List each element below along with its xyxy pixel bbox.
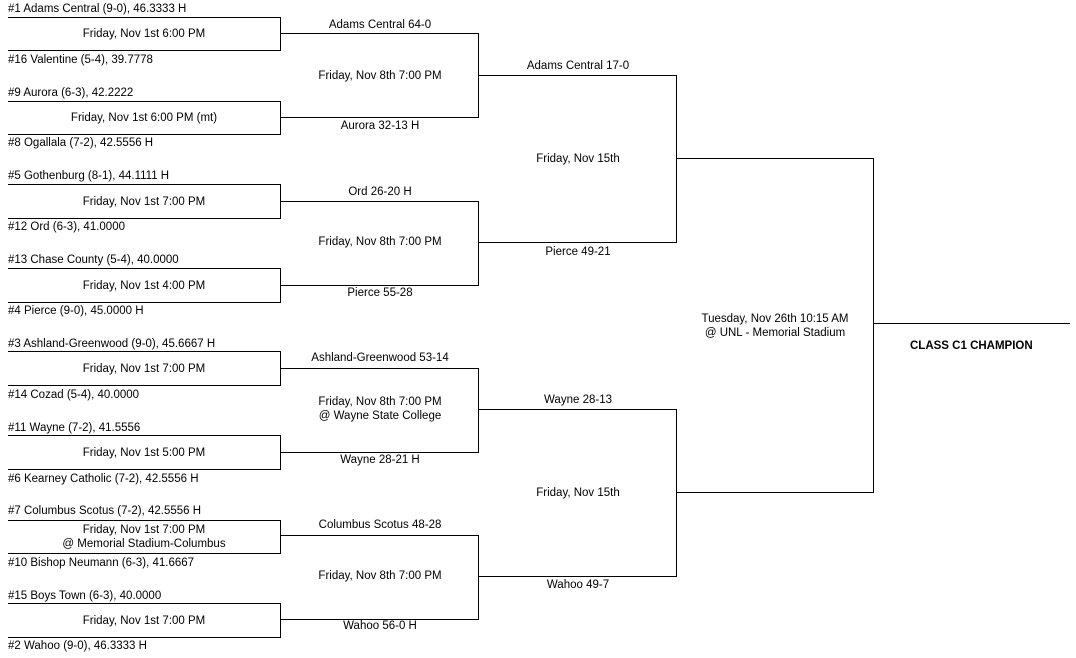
round2-game-2-time: Friday, Nov 8th 7:00 PM [318,236,442,248]
round2-game-3-time: Friday, Nov 8th 7:00 PM [318,396,442,408]
round1-game-8-time: Friday, Nov 1st 7:00 PM [82,615,206,627]
round1-game-5-time: Friday, Nov 1st 7:00 PM [82,363,206,375]
round1-game-8-result: Wahoo 56-0 H [343,620,417,632]
champion-title: CLASS C1 CHAMPION [910,340,1033,352]
team-slot-15: #15 Boys Town (6-3), 40.0000 [8,590,162,602]
round2-game-1-time: Friday, Nov 8th 7:00 PM [318,70,442,82]
round2-game-4-result: Wahoo 49-7 [546,579,610,591]
round1-game-7-time: Friday, Nov 1st 7:00 PM [82,524,206,536]
team-slot-13: #7 Columbus Scotus (7-2), 42.5556 H [8,505,202,517]
round1-game-4-result: Pierce 55-28 [347,287,413,299]
team-slot-16: #2 Wahoo (9-0), 46.3333 H [8,640,147,652]
round1-game-1-result: Adams Central 64-0 [328,19,432,31]
team-slot-1: #1 Adams Central (9-0), 46.3333 H [8,3,187,15]
round2-game-2-result: Pierce 49-21 [545,246,611,258]
round1-game-7-result: Columbus Scotus 48-28 [318,519,442,531]
team-slot-5: #5 Gothenburg (8-1), 44.1111 H [8,170,170,182]
round2-game-1-result: Adams Central 17-0 [526,60,630,72]
round1-game-6-time: Friday, Nov 1st 5:00 PM [82,447,206,459]
round3-game-1-time: Friday, Nov 15th [536,153,620,165]
team-slot-14: #10 Bishop Neumann (6-3), 41.6667 [8,557,195,569]
final-game-time: Tuesday, Nov 26th 10:15 AM [701,313,849,325]
team-slot-4: #8 Ogallala (7-2), 42.5556 H [8,137,154,149]
round1-game-3-time: Friday, Nov 1st 7:00 PM [82,196,206,208]
round1-game-1-time: Friday, Nov 1st 6:00 PM [82,28,206,40]
team-slot-3: #9 Aurora (6-3), 42.2222 [8,87,134,99]
team-slot-6: #12 Ord (6-3), 41.0000 [8,221,125,233]
team-slot-7: #13 Chase County (5-4), 40.0000 [8,254,179,266]
team-slot-10: #14 Cozad (5-4), 40.0000 [8,389,140,401]
team-slot-8: #4 Pierce (9-0), 45.0000 H [8,305,144,317]
round1-game-7-venue: @ Memorial Stadium-Columbus [62,538,226,550]
round1-game-6-result: Wayne 28-21 H [340,454,420,466]
round2-game-3-result: Wayne 28-13 [544,394,612,406]
round1-game-4-time: Friday, Nov 1st 4:00 PM [82,280,206,292]
round2-game-3-venue: @ Wayne State College [318,410,442,422]
round1-game-5-result: Ashland-Greenwood 53-14 [311,352,449,364]
round1-game-2-time: Friday, Nov 1st 6:00 PM (mt) [70,112,218,124]
round3-game-2-time: Friday, Nov 15th [536,487,620,499]
round1-game-2-result: Aurora 32-13 H [340,120,420,132]
team-slot-12: #6 Kearney Catholic (7-2), 42.5556 H [8,473,199,485]
team-slot-11: #11 Wayne (7-2), 41.5556 [8,422,141,434]
team-slot-2: #16 Valentine (5-4), 39.7778 [8,54,153,66]
final-game-venue: @ UNL - Memorial Stadium [704,327,846,339]
round2-game-4-time: Friday, Nov 8th 7:00 PM [318,570,442,582]
round1-game-3-result: Ord 26-20 H [348,186,412,198]
team-slot-9: #3 Ashland-Greenwood (9-0), 45.6667 H [8,338,216,350]
